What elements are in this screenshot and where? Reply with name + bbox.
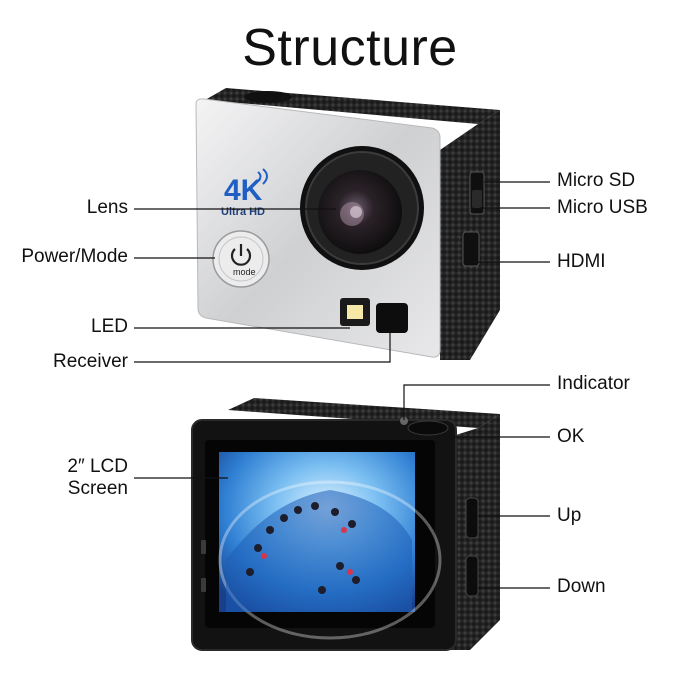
micro-usb-port: [472, 190, 482, 208]
down-label: Down: [557, 576, 606, 597]
front-camera: 4K Ultra HD mode: [195, 88, 500, 360]
receiver-icon: [376, 303, 408, 333]
up-button[interactable]: [465, 497, 479, 539]
page-title: Structure: [242, 19, 458, 77]
lens-label: Lens: [86, 197, 128, 218]
callout-lines: [134, 181, 550, 589]
skydivers-icon: [246, 502, 360, 594]
lcd-screen-label: 2″ LCD Screen: [0, 456, 128, 500]
indicator-label: Indicator: [557, 373, 630, 394]
receiver-callout-line: [134, 330, 391, 363]
up-label: Up: [557, 505, 582, 526]
led-label: LED: [91, 316, 128, 337]
wifi-icon: [257, 168, 268, 185]
ok-label: OK: [557, 426, 585, 447]
power-mode-label: Power/Mode: [21, 246, 128, 267]
lcd-label-line2: Screen: [67, 478, 128, 499]
ok-button[interactable]: [407, 420, 449, 436]
top-button-icon: [244, 91, 292, 103]
mic-slit-icon: [201, 540, 206, 554]
indicator-light-icon: [400, 417, 408, 425]
power-icon: [230, 248, 252, 266]
lcd-label-line1: 2″ LCD: [67, 456, 128, 477]
micro-usb-label: Micro USB: [557, 197, 648, 218]
power-mode-button[interactable]: [212, 230, 270, 288]
back-camera: [191, 398, 500, 651]
down-button[interactable]: [465, 555, 479, 597]
power-button-text: mode: [233, 267, 256, 277]
receiver-label: Receiver: [53, 351, 128, 372]
badge-ultra-hd: Ultra HD: [221, 206, 265, 218]
led-icon: [347, 305, 363, 319]
hdmi-port: [462, 231, 480, 267]
micro-sd-label: Micro SD: [557, 170, 636, 191]
mic-slit-icon: [201, 578, 206, 592]
hdmi-label: HDMI: [557, 251, 606, 272]
indicator-callout-line: [403, 384, 550, 420]
badge-4k: 4K: [224, 174, 263, 207]
